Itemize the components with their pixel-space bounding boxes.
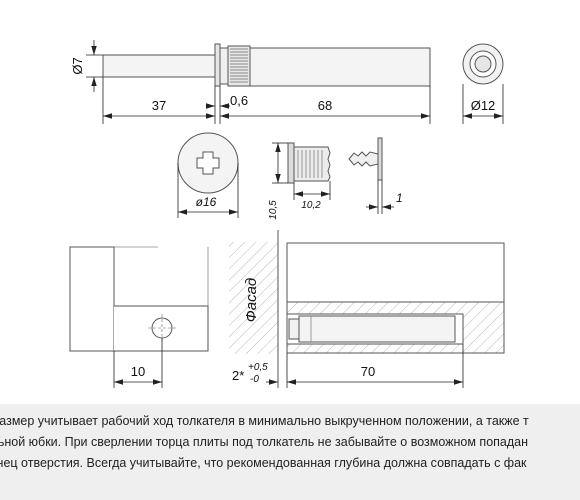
footnote-panel: * размер учитывает рабочий ход толкателя…	[0, 404, 580, 500]
cabinet-panel-top	[286, 242, 505, 303]
footnote-text: * размер учитывает рабочий ход толкателя…	[0, 411, 580, 474]
dim-facade-gap-tol-plus: +0,5	[248, 362, 268, 373]
sleeve-dimensions	[272, 142, 331, 200]
dim-rod-length: 37	[152, 98, 166, 113]
technical-drawing: Ø7 37 0,6 68 Ø12 ø16	[69, 40, 505, 388]
screw-with-washer	[348, 137, 383, 181]
dim-hole-offset: 10	[131, 364, 145, 379]
latch-rod	[102, 54, 216, 78]
washer-dimension	[366, 180, 394, 214]
latch-collar	[219, 47, 229, 85]
latch-head-view	[177, 132, 239, 194]
footnote-line: конец отверстия. Всегда учитывайте, что …	[0, 456, 527, 470]
facade-label: Фасад	[243, 278, 260, 322]
sleeve-body	[293, 146, 331, 182]
installation-section	[229, 230, 505, 388]
head-dimension	[177, 163, 239, 218]
latch-dimensions	[86, 40, 431, 124]
dim-head-diameter: ø16	[196, 195, 217, 209]
cross-slot	[196, 151, 220, 175]
washer	[377, 137, 383, 181]
dim-facade-gap: 2*	[232, 368, 244, 383]
dim-washer-thickness: 1	[396, 191, 403, 205]
end-view-dimension	[462, 84, 504, 124]
dim-facade-gap-tol-minus: -0	[250, 374, 259, 385]
offset-dimension	[113, 338, 163, 388]
installed-rod	[288, 318, 300, 340]
latch-side-view	[102, 43, 431, 87]
dim-rod-diameter: Ø7	[70, 57, 85, 74]
dim-sleeve-height: 10,5	[268, 200, 279, 220]
panel-drilling-view	[69, 246, 209, 352]
dim-body-diameter: Ø12	[471, 98, 496, 113]
facade-panel-hatch	[229, 242, 278, 354]
sleeve-flange	[287, 142, 295, 184]
dim-sleeve-width: 10,2	[301, 200, 321, 211]
installed-body	[298, 315, 456, 343]
side-panel	[69, 246, 115, 352]
footnote-line: * размер учитывает рабочий ход толкателя…	[0, 414, 529, 428]
latch-flange	[214, 43, 221, 87]
dim-body-length: 68	[318, 98, 332, 113]
installation-dimensions	[266, 344, 464, 388]
screw-thread	[348, 151, 379, 167]
damper-ribs	[230, 48, 248, 83]
latch-end-view	[462, 43, 504, 85]
dim-bore-depth: 70	[361, 364, 375, 379]
dim-flange-gap: 0,6	[230, 93, 248, 108]
footnote-line: ельной юбки. При сверлении торца плиты п…	[0, 435, 529, 449]
sleeve-insert	[287, 142, 331, 184]
latch-body	[249, 47, 431, 87]
